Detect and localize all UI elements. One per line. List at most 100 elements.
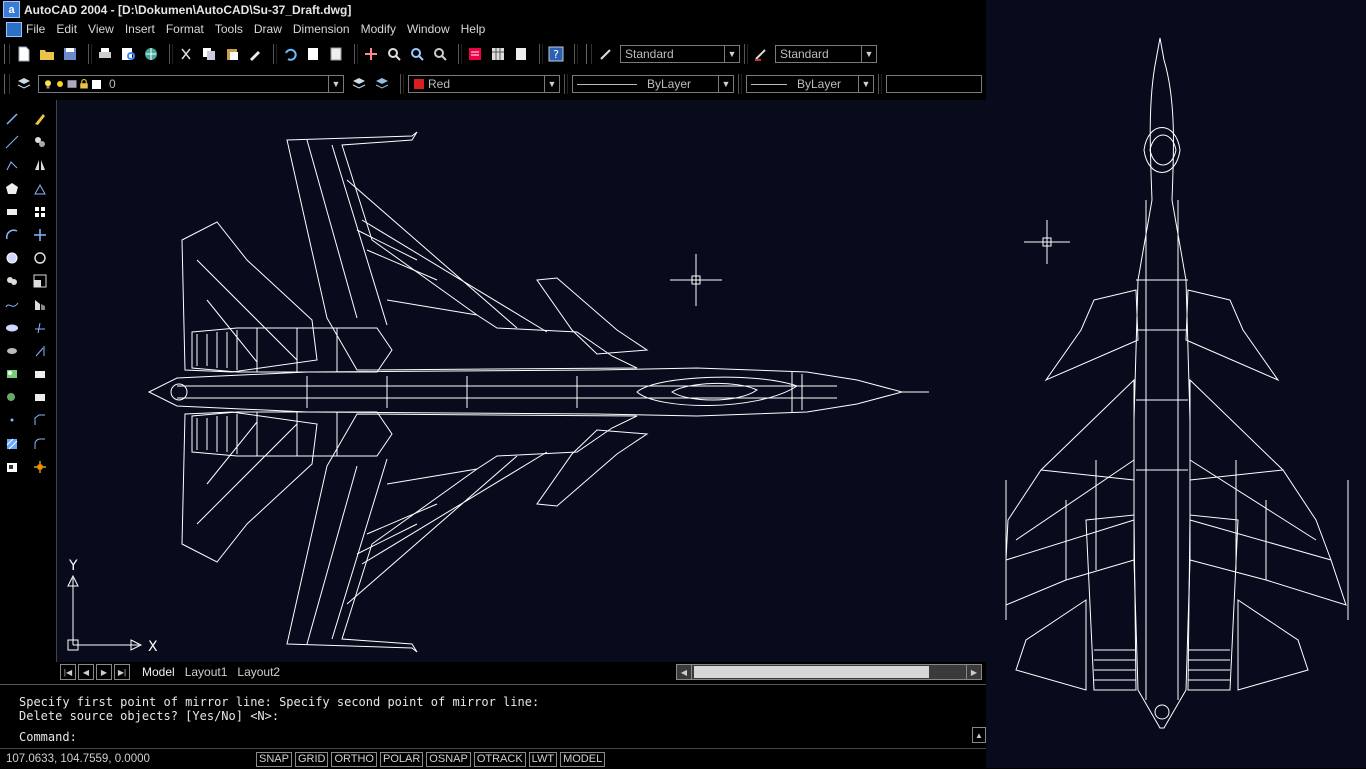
zoom-previous-icon[interactable] bbox=[431, 45, 449, 63]
chevron-down-icon[interactable]: ▼ bbox=[328, 76, 343, 92]
zoom-window-icon[interactable] bbox=[408, 45, 426, 63]
circle-icon[interactable] bbox=[3, 249, 21, 267]
menu-modify[interactable]: Modify bbox=[360, 22, 396, 36]
tab-model[interactable]: Model bbox=[142, 665, 175, 679]
make-block-icon[interactable] bbox=[3, 388, 21, 406]
layer-previous-icon[interactable] bbox=[373, 75, 391, 93]
toolbar-grip[interactable] bbox=[4, 74, 10, 94]
paste-icon[interactable] bbox=[223, 45, 241, 63]
offset-icon[interactable] bbox=[31, 180, 49, 198]
scale-icon[interactable] bbox=[31, 272, 49, 290]
plot-style-control-dropdown[interactable] bbox=[886, 75, 982, 93]
ortho-toggle[interactable]: ORTHO bbox=[331, 751, 377, 767]
text-style-dropdown[interactable]: Standard ▼ bbox=[620, 45, 740, 63]
extend-icon[interactable] bbox=[31, 342, 49, 360]
tool-palettes-icon[interactable] bbox=[512, 45, 530, 63]
line-tool-icon[interactable] bbox=[3, 110, 21, 128]
layer-dropdown[interactable]: 0 ▼ bbox=[38, 75, 344, 93]
last-tab-icon[interactable]: ▶| bbox=[114, 664, 130, 680]
mirror-icon[interactable] bbox=[31, 156, 49, 174]
previous-tab-icon[interactable]: ◀ bbox=[78, 664, 94, 680]
insert-block-icon[interactable] bbox=[3, 365, 21, 383]
menu-dimension[interactable]: Dimension bbox=[292, 22, 350, 36]
menu-draw[interactable]: Draw bbox=[253, 22, 282, 36]
copy-object-icon[interactable] bbox=[31, 133, 49, 151]
tab-layout2[interactable]: Layout2 bbox=[237, 665, 281, 679]
block-editor-icon[interactable] bbox=[327, 45, 345, 63]
pan-icon[interactable] bbox=[362, 45, 380, 63]
arc-icon[interactable] bbox=[3, 226, 21, 244]
ellipse-arc-icon[interactable] bbox=[3, 342, 21, 360]
zoom-realtime-icon[interactable] bbox=[385, 45, 403, 63]
dimension-style-dropdown[interactable]: Standard ▼ bbox=[775, 45, 877, 63]
menu-file[interactable]: File bbox=[26, 22, 46, 36]
open-folder-icon[interactable] bbox=[38, 45, 56, 63]
break-icon[interactable] bbox=[31, 388, 49, 406]
menu-tools[interactable]: Tools bbox=[214, 22, 243, 36]
undo-icon[interactable] bbox=[281, 45, 299, 63]
tab-layout1[interactable]: Layout1 bbox=[184, 665, 228, 679]
scroll-right-icon[interactable]: ▶ bbox=[966, 665, 981, 679]
spline-icon[interactable] bbox=[3, 296, 21, 314]
command-prompt[interactable]: Command: bbox=[19, 730, 77, 744]
revision-cloud-icon[interactable] bbox=[3, 272, 21, 290]
new-file-icon[interactable] bbox=[15, 45, 33, 63]
command-scroll-icon[interactable]: ▲ bbox=[972, 727, 986, 743]
save-icon[interactable] bbox=[61, 45, 79, 63]
drawing-canvas[interactable]: Y X bbox=[56, 100, 987, 662]
move-icon[interactable] bbox=[31, 226, 49, 244]
color-control-dropdown[interactable]: Red ▼ bbox=[408, 75, 560, 93]
layer-manager-icon[interactable] bbox=[15, 75, 33, 93]
menu-help[interactable]: Help bbox=[460, 22, 486, 36]
snap-toggle[interactable]: SNAP bbox=[256, 751, 292, 767]
next-tab-icon[interactable]: ▶ bbox=[96, 664, 112, 680]
lwt-toggle[interactable]: LWT bbox=[528, 751, 558, 767]
menu-view[interactable]: View bbox=[88, 22, 114, 36]
rectangle-icon[interactable] bbox=[3, 203, 21, 221]
properties-palette-icon[interactable] bbox=[466, 45, 484, 63]
horizontal-scrollbar[interactable]: ◀ ▶ bbox=[676, 664, 982, 680]
chevron-down-icon[interactable]: ▼ bbox=[544, 76, 559, 92]
scrollbar-thumb[interactable] bbox=[694, 666, 929, 678]
toolbar-grip[interactable] bbox=[4, 44, 10, 64]
model-toggle[interactable]: MODEL bbox=[560, 751, 606, 767]
ellipse-icon[interactable] bbox=[3, 319, 21, 337]
autocad-app-icon[interactable]: a bbox=[3, 1, 20, 18]
design-center-icon[interactable] bbox=[489, 45, 507, 63]
otrack-toggle[interactable]: OTRACK bbox=[473, 751, 526, 767]
toolbar-grip[interactable] bbox=[586, 44, 592, 64]
publish-icon[interactable] bbox=[142, 45, 160, 63]
chevron-down-icon[interactable]: ▼ bbox=[861, 46, 876, 62]
chevron-down-icon[interactable]: ▼ bbox=[724, 46, 739, 62]
grid-toggle[interactable]: GRID bbox=[294, 751, 329, 767]
menu-edit[interactable]: Edit bbox=[56, 22, 78, 36]
point-icon[interactable] bbox=[3, 411, 21, 429]
erase-icon[interactable] bbox=[31, 110, 49, 128]
hatch-icon[interactable] bbox=[3, 435, 21, 453]
chevron-down-icon[interactable]: ▼ bbox=[858, 76, 873, 92]
make-object-layer-current-icon[interactable] bbox=[350, 75, 368, 93]
construction-line-icon[interactable] bbox=[3, 133, 21, 151]
polyline-icon[interactable] bbox=[3, 156, 21, 174]
chamfer-icon[interactable] bbox=[31, 411, 49, 429]
break-at-point-icon[interactable] bbox=[31, 365, 49, 383]
menu-format[interactable]: Format bbox=[165, 22, 204, 36]
chevron-down-icon[interactable]: ▼ bbox=[718, 76, 733, 92]
help-icon[interactable]: ? bbox=[547, 45, 565, 63]
polygon-icon[interactable] bbox=[3, 180, 21, 198]
lineweight-control-dropdown[interactable]: ByLayer ▼ bbox=[746, 75, 874, 93]
match-properties-icon[interactable] bbox=[246, 45, 264, 63]
document-icon[interactable] bbox=[6, 21, 22, 37]
scroll-left-icon[interactable]: ◀ bbox=[677, 665, 692, 679]
rotate-icon[interactable] bbox=[31, 249, 49, 267]
print-icon[interactable] bbox=[96, 45, 114, 63]
cut-icon[interactable] bbox=[177, 45, 195, 63]
stretch-icon[interactable] bbox=[31, 296, 49, 314]
fillet-icon[interactable] bbox=[31, 435, 49, 453]
first-tab-icon[interactable]: |◀ bbox=[60, 664, 76, 680]
linetype-control-dropdown[interactable]: ByLayer ▼ bbox=[572, 75, 734, 93]
menu-window[interactable]: Window bbox=[406, 22, 450, 36]
menu-insert[interactable]: Insert bbox=[124, 22, 155, 36]
copy-icon[interactable] bbox=[200, 45, 218, 63]
plot-preview-icon[interactable] bbox=[119, 45, 137, 63]
